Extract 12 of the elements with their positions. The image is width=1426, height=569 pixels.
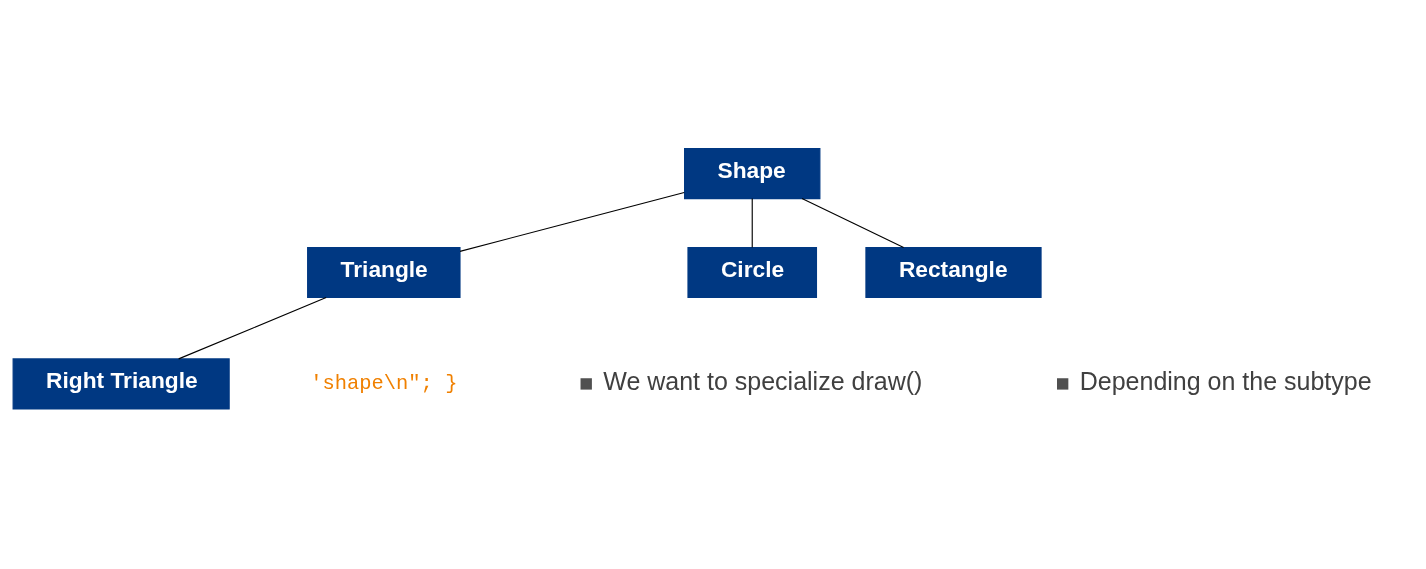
node-box: Rectangle	[865, 246, 1042, 298]
node-box: Circle	[687, 246, 818, 298]
connector	[459, 191, 685, 252]
label: 'shape\n"; }	[310, 371, 458, 395]
label: We want to specialize draw()	[603, 366, 923, 395]
connector	[801, 197, 905, 248]
node-box: Triangle	[307, 246, 461, 298]
connector	[751, 197, 753, 248]
node-box: Shape	[684, 147, 821, 199]
label: Depending on the subtype	[1079, 366, 1372, 395]
node-box: Right Triangle	[12, 357, 230, 409]
connector	[178, 296, 327, 359]
